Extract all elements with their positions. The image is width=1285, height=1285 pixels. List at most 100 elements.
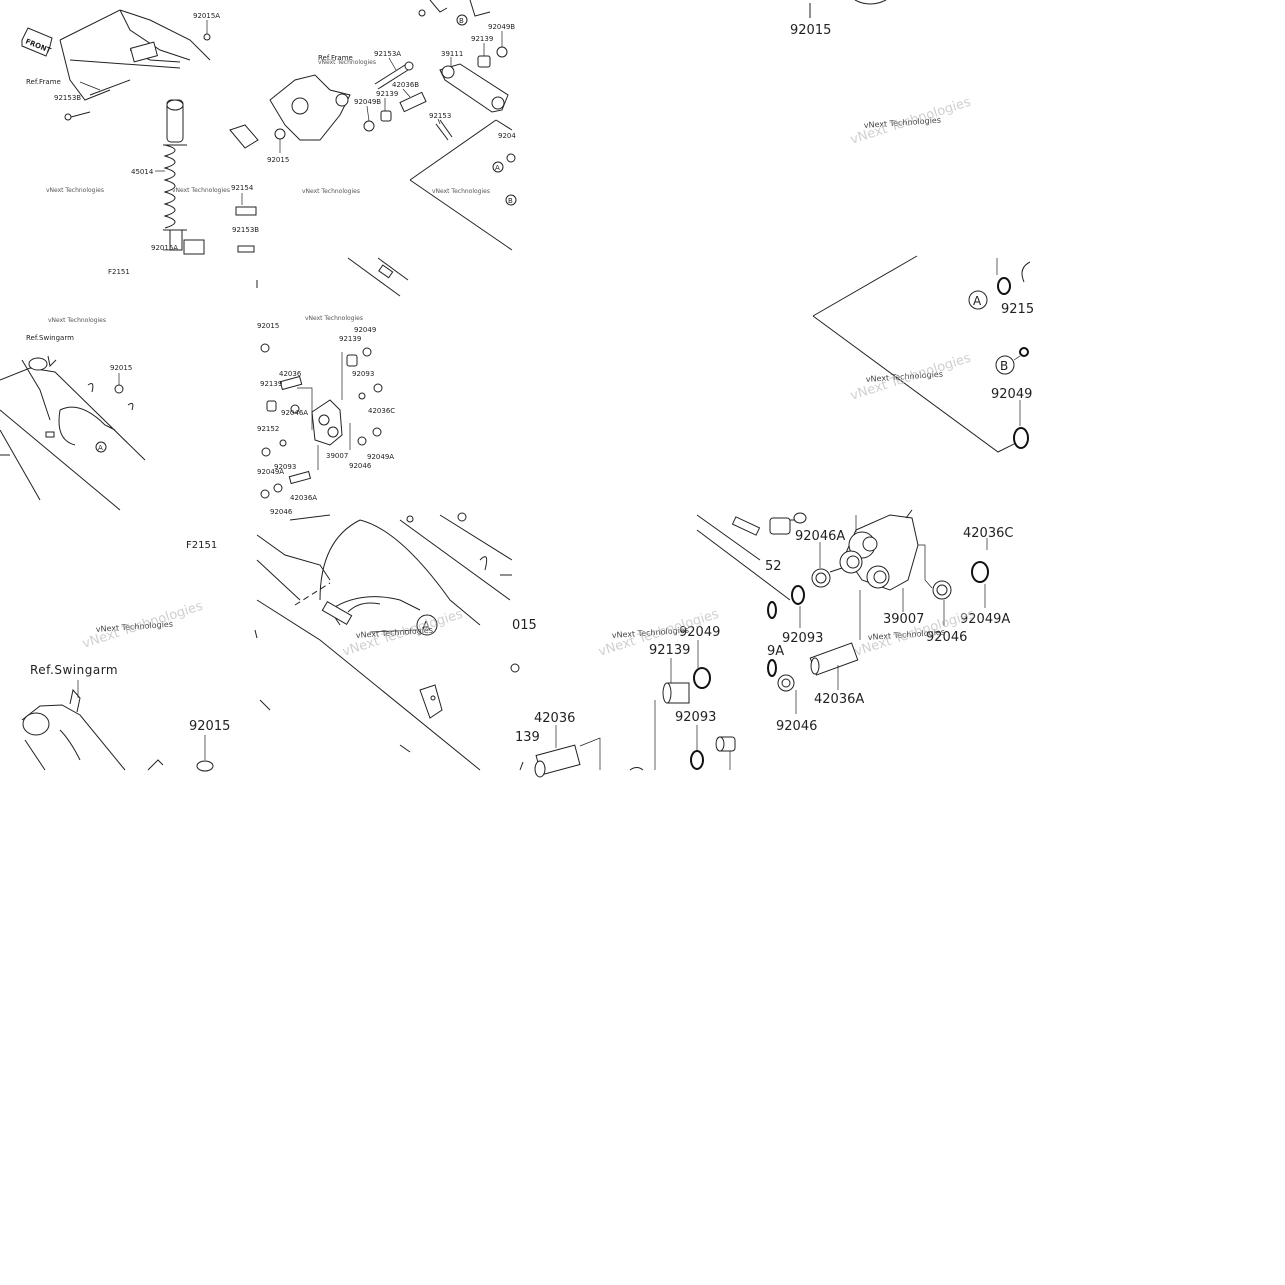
- label-92153b-lower: 92153B: [232, 226, 259, 234]
- label-92049-rocker: 92049: [354, 326, 376, 334]
- tile-swingarm-overview: A Ref.Swingarm 92015 vNext Technologies: [0, 317, 146, 511]
- label-92046-large-b: 92046: [776, 719, 817, 734]
- shock-mount-bracket: [129, 41, 159, 63]
- label-9a-partial: 9A: [767, 644, 784, 659]
- bolt-92153b-lower: [237, 245, 255, 253]
- label-42036c-rocker: 42036C: [368, 407, 395, 415]
- bolt-92154: [235, 206, 257, 216]
- label-42036b: 42036B: [392, 81, 419, 89]
- label-92153a: 92153A: [374, 50, 401, 58]
- seal-92049-small: [362, 347, 372, 357]
- tile-bottom-mid: A 015 vNext Technologies vNext Technolog…: [254, 512, 537, 771]
- collar-92139-a: [380, 110, 392, 122]
- seal-zoom-a: [997, 277, 1011, 295]
- seal-partial-left: [767, 601, 777, 619]
- label-9215-zoom: 9215: [1001, 302, 1034, 317]
- collar-42036-large: [534, 744, 581, 778]
- frame-outline: [59, 9, 211, 101]
- label-139-partial: 139: [515, 730, 540, 745]
- label-92139-rocker: 92139: [339, 335, 361, 343]
- bearing-92046a-small: [290, 404, 300, 414]
- callout-a-linkage: [492, 161, 504, 173]
- watermark-6: vNext Technologies: [305, 315, 363, 322]
- label-92015-top-right: 92015: [790, 23, 831, 38]
- nut-92015-linkage: [274, 128, 286, 140]
- swingarm-outline: [0, 359, 146, 511]
- seal-92049-zoom: [1013, 427, 1029, 449]
- label-92153: 92153: [429, 112, 451, 120]
- bracket-plate: [419, 684, 443, 719]
- label-92093-large: 92093: [675, 710, 716, 725]
- label-92152-rocker: 92152: [257, 425, 279, 433]
- callout-b-top: [456, 14, 468, 26]
- collar-42036c-small: [373, 383, 383, 393]
- collar-92139-small-b: [266, 400, 277, 412]
- seal-92093-small-b: [279, 439, 287, 447]
- label-42036-large: 42036: [534, 711, 575, 726]
- label-39007-rocker: 39007: [326, 452, 348, 460]
- chain-slider-tab: [321, 600, 353, 626]
- slot-plate: [731, 516, 761, 536]
- watermark-1b: vNext Technologies: [172, 187, 230, 194]
- label-015-partial: 015: [512, 618, 537, 633]
- seal-92093-small: [358, 392, 366, 400]
- collar-42036b: [399, 91, 427, 113]
- label-42036a-large: 42036A: [814, 692, 864, 707]
- nut-92015-swingarm: [114, 384, 124, 394]
- bolt-92153a: [374, 61, 414, 90]
- rocker-arm-39007-large: [839, 514, 919, 591]
- swingarm-outline-zoom: [21, 704, 126, 771]
- label-figure-code-zoom: F2151: [186, 540, 217, 551]
- collar-92139-large: [662, 682, 690, 704]
- label-92139-rocker-b: 92139: [260, 380, 282, 388]
- collar-92139-small: [346, 354, 358, 367]
- label-92049a-large: 92049A: [960, 612, 1010, 627]
- watermark-1a: vNext Technologies: [46, 187, 104, 194]
- centerline: [294, 582, 331, 606]
- upper-linkage-stub: [429, 0, 491, 17]
- callout-a-zoom-text: A: [973, 294, 982, 308]
- tile-bottom-right: 92046A 42036C 52 92093 39007 92046 92049…: [696, 509, 1013, 734]
- label-ref-frame-linkage: Ref.Frame: [318, 54, 353, 62]
- label-92154: 92154: [231, 184, 254, 192]
- tile-top-right: 92015 vNext Technologies vNext Technolog…: [790, 0, 973, 148]
- callout-b-linkage-text: B: [508, 197, 513, 205]
- callout-a-linkage-text: A: [495, 164, 500, 172]
- label-92049b-b: 92049B: [488, 23, 515, 31]
- label-92046-large: 92046: [926, 630, 967, 645]
- label-92049a-rocker-b: 92049A: [257, 468, 284, 476]
- seal-92049-large: [693, 667, 711, 689]
- nut-92152-small: [261, 447, 271, 457]
- fastener-92015a-top: [203, 33, 211, 41]
- seal-92049a-small: [372, 427, 382, 437]
- seal-92093-large-b: [791, 585, 805, 605]
- label-figure-code: F2151: [108, 268, 130, 276]
- label-92046a-rocker: 92046A: [281, 409, 308, 417]
- bolt-92153b: [64, 113, 72, 121]
- label-52-partial: 52: [765, 559, 782, 574]
- callout-a-bottom: [416, 614, 438, 636]
- label-ref-frame: Ref.Frame: [26, 78, 61, 86]
- tile-shock-overview: FRONT 92015A Ref.Frame 92153B 45014 9201…: [21, 9, 259, 276]
- bolt-92153: [439, 119, 453, 138]
- collar-42036a-large: [809, 642, 859, 676]
- seal-9204x: [506, 153, 516, 163]
- callout-a-swingarm-text: A: [98, 444, 103, 452]
- label-ref-swingarm: Ref.Swingarm: [26, 334, 74, 342]
- collar-42036-small: [279, 375, 303, 391]
- collar-fragment: [769, 517, 791, 535]
- seal-92049a-small-b: [260, 489, 270, 499]
- label-92049-zoom: 92049: [991, 387, 1032, 402]
- callout-a-zoom: [968, 290, 988, 310]
- seal-92049b-a: [363, 120, 375, 132]
- pivot-bracket-zoom: [69, 688, 81, 713]
- label-92139-large: 92139: [649, 643, 690, 658]
- collar-92139-b: [477, 55, 491, 68]
- pivot-bracket: [47, 355, 57, 368]
- label-92153b: 92153B: [54, 94, 81, 102]
- seal-partial-left-b: [767, 659, 777, 677]
- label-92015-swingarm: 92015: [110, 364, 132, 372]
- seal-zoom-b: [1019, 347, 1029, 357]
- front-arrow-badge: FRONT: [21, 27, 53, 57]
- tile-zoom-right-middle: A B 9215 92049 vNext Technologies vNext …: [812, 255, 1034, 453]
